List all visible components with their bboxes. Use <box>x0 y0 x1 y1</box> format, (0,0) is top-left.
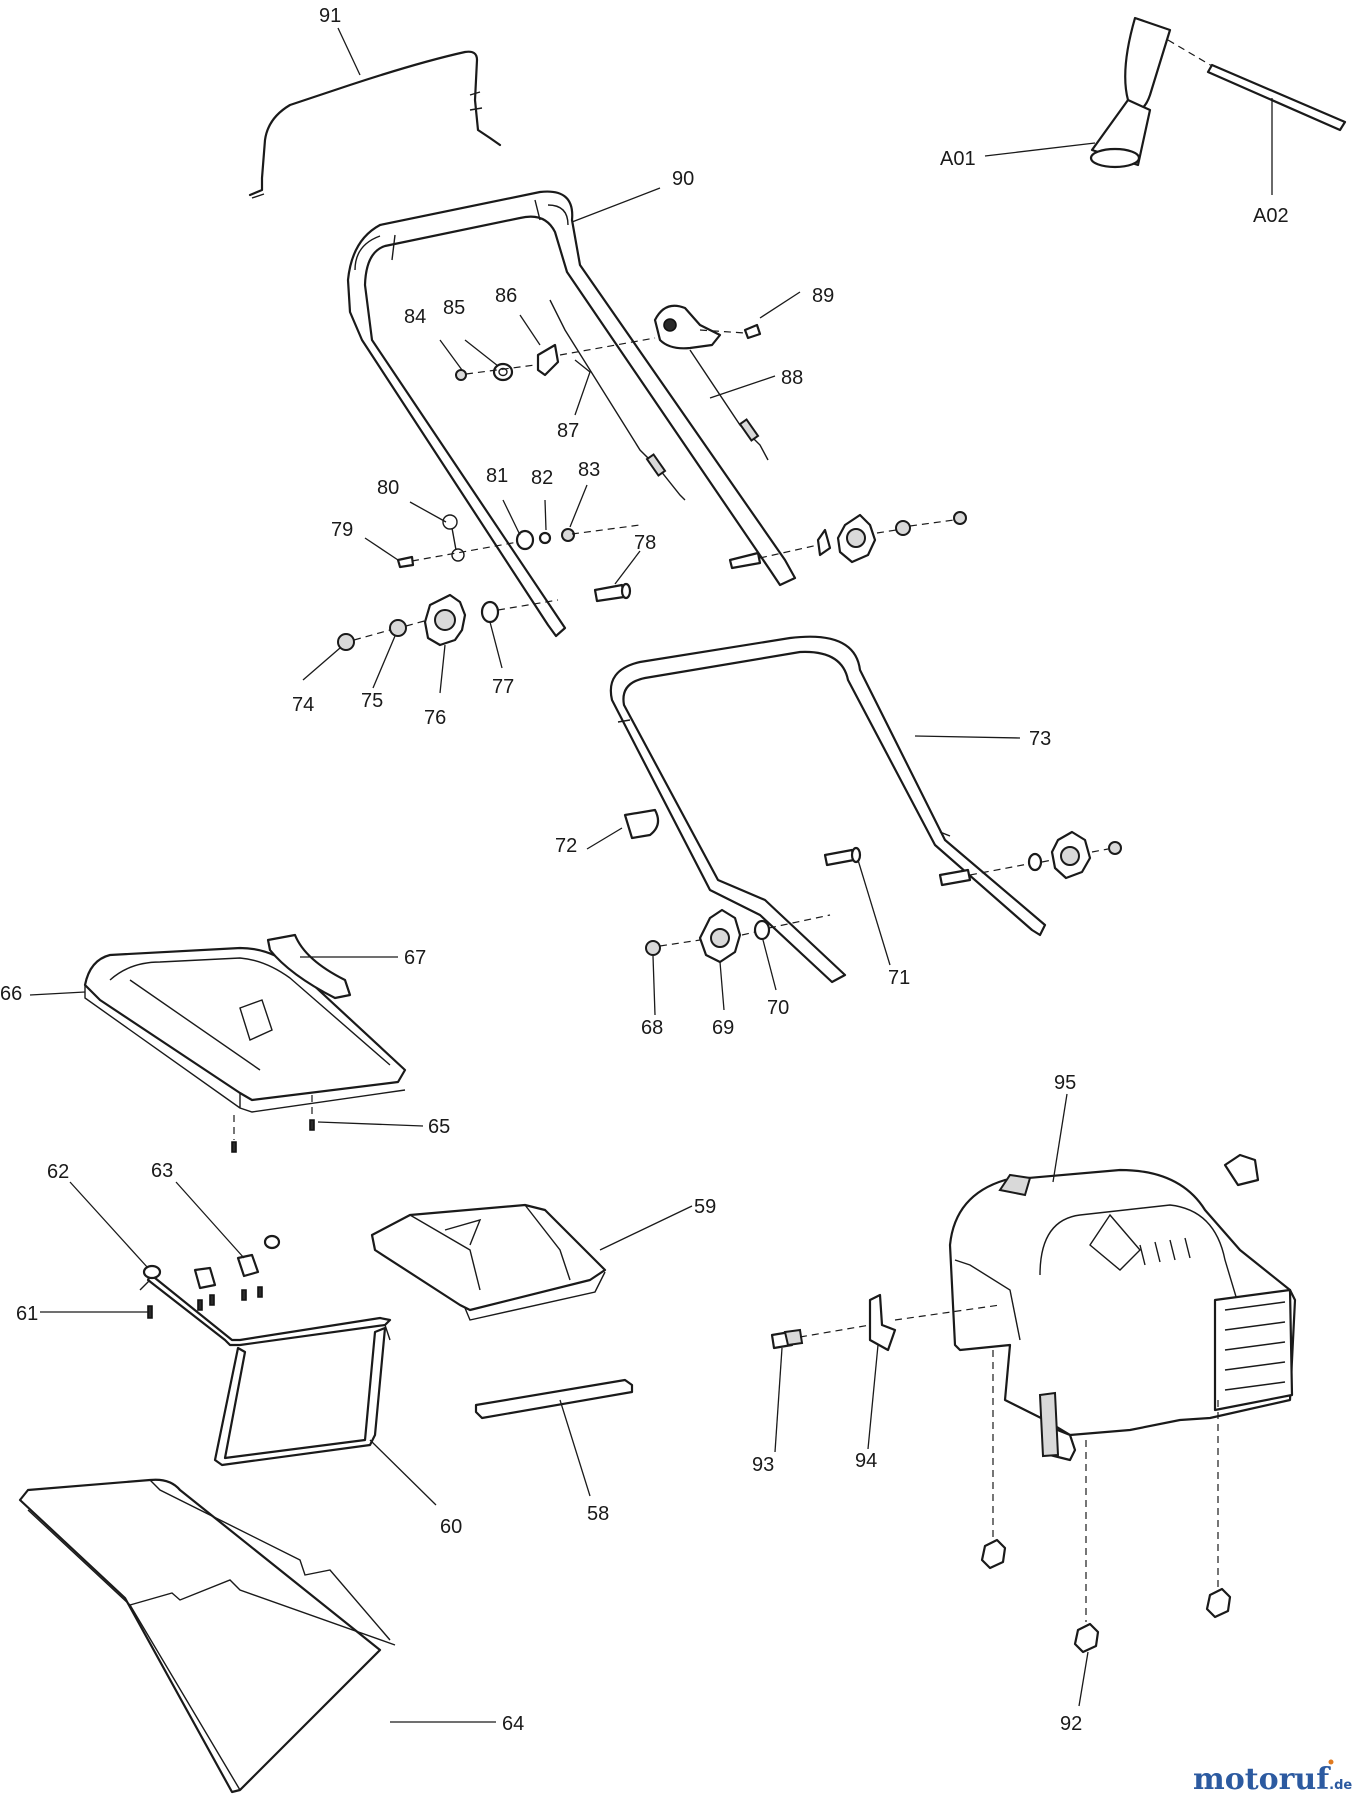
label-94: 94 <box>855 1450 877 1472</box>
label-61: 61 <box>16 1303 38 1325</box>
label-65: 65 <box>428 1116 450 1138</box>
part-68-nut <box>645 940 661 956</box>
part-61-screws <box>147 1305 153 1319</box>
part-80-clip <box>442 514 465 562</box>
part-65-screws <box>231 1095 315 1153</box>
label-66: 66 <box>0 983 22 1005</box>
part-94-bracket <box>868 1293 897 1352</box>
label-89: 89 <box>812 285 834 307</box>
part-78-bolt <box>593 582 632 603</box>
label-73: 73 <box>1029 728 1051 750</box>
part-85-washer <box>492 362 514 382</box>
lower-right-knob-assembly <box>938 830 1122 887</box>
watermark-dot-icon <box>1328 1759 1334 1765</box>
part-58-bar <box>474 1378 634 1420</box>
part-79-bolt <box>396 555 415 569</box>
part-82-washer <box>538 531 552 545</box>
label-92: 92 <box>1060 1713 1082 1735</box>
part-74-nut <box>337 633 355 651</box>
part-72-cable-clip <box>623 808 660 840</box>
label-75: 75 <box>361 690 383 712</box>
part-83-nut <box>561 528 575 542</box>
label-90: 90 <box>672 168 694 190</box>
part-75-nut <box>389 619 407 637</box>
label-70: 70 <box>767 997 789 1019</box>
label-63: 63 <box>151 1160 173 1182</box>
part-91-bail <box>248 50 502 199</box>
label-58: 58 <box>587 1503 609 1525</box>
part-71-bolt <box>823 846 862 867</box>
label-93: 93 <box>752 1454 774 1476</box>
label-81: 81 <box>486 465 508 487</box>
label-62: 62 <box>47 1161 69 1183</box>
label-87: 87 <box>557 420 579 442</box>
part-labels: 91 90 A01 A02 84 85 86 87 88 89 79 80 81… <box>0 5 1289 1735</box>
part-64-grass-bag <box>18 1478 396 1794</box>
label-83: 83 <box>578 459 600 481</box>
part-77-washer <box>480 600 500 624</box>
label-95: 95 <box>1054 1072 1076 1094</box>
part-66-bag-cover <box>83 946 407 1113</box>
watermark-suffix: .de <box>1329 1778 1352 1793</box>
part-60-bag-frame <box>139 1273 392 1467</box>
leader-lines <box>29 27 1273 1723</box>
label-72: 72 <box>555 835 577 857</box>
label-86: 86 <box>495 285 517 307</box>
part-76-knob <box>423 593 467 647</box>
label-71: 71 <box>888 967 910 989</box>
label-A01: A01 <box>940 148 976 170</box>
watermark-logo: motoruf.de <box>1193 1759 1352 1797</box>
part-70-washer <box>753 919 771 941</box>
part-88-cable <box>689 349 769 461</box>
label-85: 85 <box>443 297 465 319</box>
label-59: 59 <box>694 1196 716 1218</box>
part-A01-socket-tool <box>1089 16 1172 169</box>
part-87-cable <box>549 299 686 501</box>
label-88: 88 <box>781 367 803 389</box>
label-79: 79 <box>331 519 353 541</box>
part-A02-rod <box>1206 63 1347 132</box>
svg-text:motoruf.de: motoruf.de <box>1193 1762 1352 1797</box>
label-76: 76 <box>424 707 446 729</box>
label-82: 82 <box>531 467 553 489</box>
label-60: 60 <box>440 1516 462 1538</box>
part-73-lower-handle <box>609 635 1047 984</box>
label-91: 91 <box>319 5 341 27</box>
part-93-bolt <box>770 1328 804 1350</box>
label-78: 78 <box>634 532 656 554</box>
part-84-nut <box>455 369 467 381</box>
watermark-brand: motoruf <box>1193 1762 1331 1797</box>
part-90-upper-handle <box>346 190 797 638</box>
part-59-rear-cover <box>370 1203 607 1321</box>
label-A02: A02 <box>1253 205 1289 227</box>
label-74: 74 <box>292 694 314 716</box>
label-69: 69 <box>712 1017 734 1039</box>
part-95-engine <box>948 1153 1297 1462</box>
label-68: 68 <box>641 1017 663 1039</box>
part-92-nuts <box>980 1350 1232 1654</box>
label-84: 84 <box>404 306 426 328</box>
part-69-knob <box>698 908 742 964</box>
label-77: 77 <box>492 676 514 698</box>
label-67: 67 <box>404 947 426 969</box>
part-63-plates <box>193 1253 263 1311</box>
part-86-clip <box>536 343 560 377</box>
label-64: 64 <box>502 1713 524 1735</box>
upper-right-knob-assembly <box>728 511 967 570</box>
part-62-washers <box>142 1234 281 1280</box>
part-81-washer <box>515 529 535 551</box>
part-67-handle-grip <box>266 933 352 1000</box>
label-80: 80 <box>377 477 399 499</box>
part-89-lever <box>653 304 762 350</box>
